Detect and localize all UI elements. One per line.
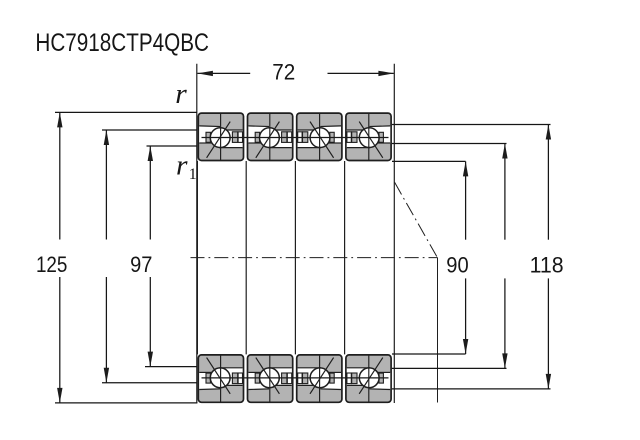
svg-text:HC7918CTP4QBC: HC7918CTP4QBC: [35, 29, 209, 57]
svg-text:97: 97: [130, 252, 152, 277]
svg-text:72: 72: [272, 59, 295, 84]
svg-text:r: r: [176, 149, 188, 181]
svg-text:r: r: [175, 78, 187, 110]
svg-text:90: 90: [446, 253, 468, 278]
svg-text:125: 125: [36, 252, 68, 277]
svg-text:1: 1: [189, 166, 197, 183]
svg-text:118: 118: [530, 253, 564, 278]
